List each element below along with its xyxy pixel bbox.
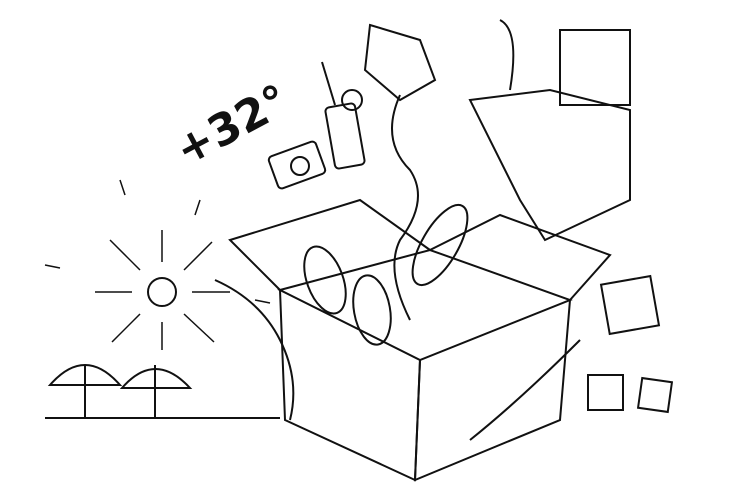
swim-goggles-icon — [411, 204, 469, 286]
beach-umbrella-icon — [45, 364, 280, 419]
open-box-icon — [228, 198, 612, 482]
shorts-icon — [559, 29, 631, 106]
drink-icon — [321, 61, 366, 170]
second-box-icon — [468, 19, 631, 242]
kite-icon — [363, 23, 437, 321]
sun-icon — [44, 179, 271, 350]
camera-icon — [267, 140, 327, 190]
flip-flops-icon — [303, 245, 392, 346]
ribbon — [214, 279, 295, 421]
gift-icon — [587, 274, 674, 414]
ribbon — [469, 339, 581, 441]
